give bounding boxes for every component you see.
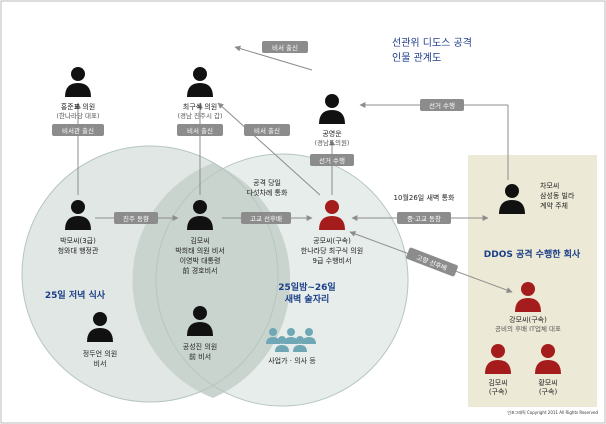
pill-escort-in: 선거 수행 — [310, 154, 354, 166]
svg-text:비서 출신: 비서 출신 — [187, 126, 213, 135]
title-line2: 인물 관계도 — [392, 52, 441, 64]
gongmo-l1: 공모씨(구속) — [313, 237, 351, 245]
name-hong: 홍준표 의원 — [61, 102, 95, 111]
zone-dinner-label: 25일 저녁 식사 — [45, 289, 106, 301]
title-line1: 선관위 디도스 공격 — [392, 36, 472, 49]
hwang-l2: (구속) — [539, 388, 558, 396]
kim1-l1: 김모씨 — [190, 237, 209, 245]
cha-l2: 삼성동 빌라 — [540, 191, 575, 200]
pill-secretary-chief-out: 비서관 출신 — [52, 124, 104, 136]
kim1-l3: 이영박 대통령 — [180, 256, 221, 265]
line-gong-choi — [234, 45, 313, 71]
svg-text:비서관 출신: 비서관 출신 — [62, 126, 94, 135]
cha-l1: 차모씨 — [540, 181, 559, 190]
svg-text:선거 수행: 선거 수행 — [319, 156, 345, 165]
pill-mid-hs-alum: 중·고교 동창 — [397, 212, 451, 224]
pill-secretary-out-right: 비서 출신 — [244, 124, 290, 136]
svg-text:비서 출신: 비서 출신 — [272, 43, 298, 52]
zone-night-label-1: 25일밤~26일 — [278, 281, 335, 293]
hwang-l1: 황모씨 — [538, 378, 557, 387]
svg-text:진주 동향: 진주 동향 — [123, 214, 149, 223]
sub-hong: (한나라당 대표) — [56, 111, 99, 120]
svg-text:중·고교 동창: 중·고교 동창 — [407, 215, 441, 223]
kim1-l4: 前 경호비서 — [183, 266, 218, 275]
gongmo-l3: 9급 수행비서 — [313, 256, 352, 265]
cha-l3: 계약 주체 — [540, 201, 568, 210]
pill-secretary-out-mid: 비서 출신 — [177, 124, 223, 136]
kim2-l1: 김모씨 — [488, 379, 507, 387]
kim2-l2: (구속) — [489, 388, 508, 396]
kang-l2: 공비의 후배 IT업체 대표 — [495, 324, 561, 333]
sub-gong: (경남도의원) — [315, 138, 350, 147]
ddos-company-label: DDOS 공격 수행한 회사 — [484, 248, 581, 260]
businessmen-group-icon — [266, 328, 316, 352]
kang-l1: 강모씨(구속) — [509, 315, 547, 324]
pill-escort-out: 선거 수행 — [420, 99, 464, 111]
svg-text:선거 수행: 선거 수행 — [429, 101, 455, 110]
name-park: 박모씨(3급) — [60, 236, 96, 245]
pill-hs-alum: 고교 선후배 — [241, 212, 291, 224]
line-gongmo-choi — [217, 102, 321, 196]
note-call-day: 공격 당일 — [253, 178, 281, 187]
gongmo-l2: 한나라당 최구식 의원 — [301, 246, 363, 255]
sub-choi: (경남 진주시 갑) — [177, 111, 222, 120]
sub-park: 청와대 행정관 — [58, 246, 99, 255]
gongsj-l1: 공성진 의원 — [183, 342, 217, 351]
jung-l1: 정두언 의원 — [83, 349, 117, 358]
kim1-l2: 박희태 의원 비서 — [175, 246, 225, 255]
note-call-1026: 10월26일 새벽 통화 — [394, 193, 455, 202]
zone-night-label-2: 새벽 술자리 — [285, 293, 330, 305]
name-choi: 최구식 의원 — [183, 102, 217, 111]
pill-camp-coworker: 진주 동향 — [114, 212, 158, 224]
credit-text: 인포그래픽 Copyright 2011 All Rights Reserved — [507, 409, 598, 415]
businessmen-label: 사업가 · 의사 등 — [268, 356, 316, 365]
name-gong: 공영운 — [322, 129, 342, 138]
svg-text:비서 출신: 비서 출신 — [254, 126, 280, 135]
svg-text:고교 선후배: 고교 선후배 — [250, 214, 282, 223]
jung-l2: 비서 — [94, 359, 107, 368]
note-call-five: 다섯차례 통화 — [247, 188, 288, 197]
gongsj-l2: 前 비서 — [189, 352, 211, 361]
pill-secretary-out-top: 비서 출신 — [262, 41, 308, 53]
